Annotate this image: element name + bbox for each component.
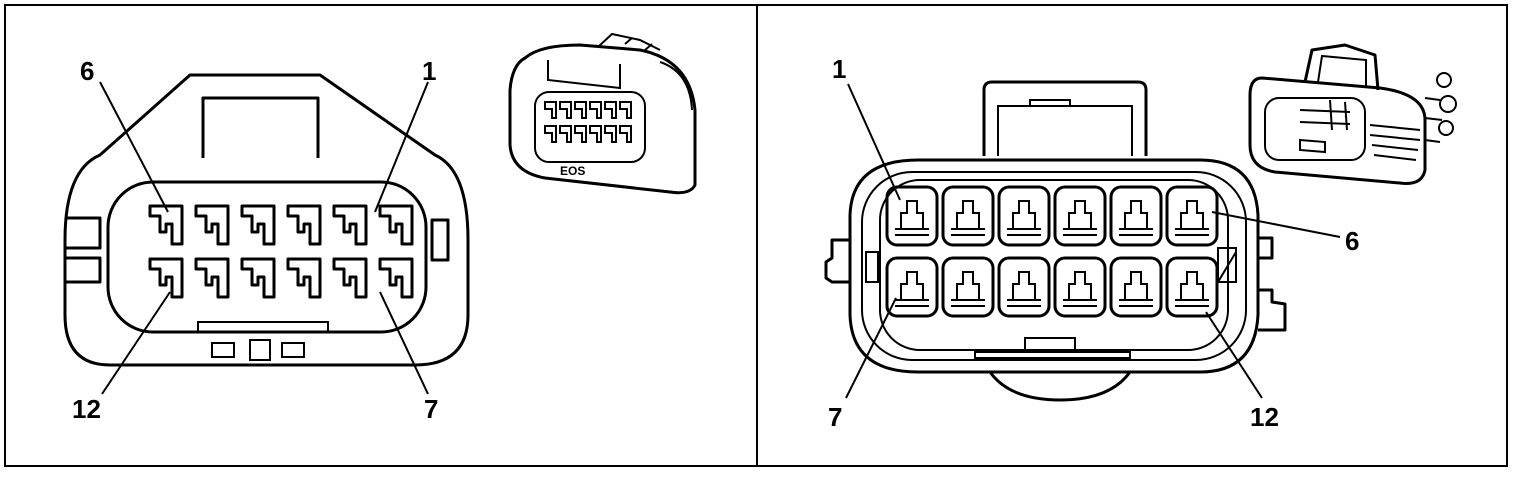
thumbnail-terminal-cavity	[619, 101, 632, 119]
thumbnail-terminal-cavity	[559, 101, 572, 119]
right-top-latch-slot	[997, 105, 1133, 156]
right-terminal-cavity	[941, 256, 995, 318]
right-right-clip-lower	[1258, 288, 1287, 332]
left-terminal-grid	[148, 204, 414, 299]
right-terminal-cavity	[997, 256, 1051, 318]
right-terminal-cavity	[1165, 185, 1219, 247]
left-side-key	[430, 218, 450, 262]
left-terminal-cavity	[378, 204, 414, 246]
left-terminal-cavity	[240, 204, 276, 246]
thumbnail-terminal-cavity	[589, 101, 602, 119]
right-label-pin-bottom-right: 12	[1250, 402, 1279, 432]
thumbnail-terminal-cavity	[544, 125, 557, 143]
left-leader-top-right	[374, 81, 429, 213]
right-terminal-cavity	[997, 185, 1051, 247]
right-top-latch-bar	[1029, 99, 1071, 106]
left-connector-face	[63, 73, 470, 367]
left-label-pin-bottom-left: 12	[72, 394, 101, 424]
left-bottom-window-1	[211, 342, 235, 358]
right-terminal-cavity	[1165, 256, 1219, 318]
right-terminal-cavity	[1109, 256, 1163, 318]
left-label-pin-top-left: 6	[80, 56, 94, 86]
left-latch-tab	[201, 96, 320, 158]
right-terminal-cavity	[885, 256, 939, 318]
right-terminal-cavity	[1053, 185, 1107, 247]
left-connector-thumbnail: EOS	[508, 32, 697, 195]
right-bottom-tab	[974, 351, 1131, 359]
right-terminal-cavity	[941, 185, 995, 247]
right-connector-face	[824, 80, 1287, 402]
left-terminal-cavity	[148, 204, 184, 246]
left-side-notch-upper	[65, 216, 102, 250]
thumbnail-terminal-cavity	[544, 101, 557, 119]
right-terminal-cavity	[1109, 185, 1163, 247]
left-bottom-window-3	[281, 342, 305, 358]
right-leader-bottom-left	[845, 297, 897, 399]
left-terminal-cavity	[286, 257, 322, 299]
left-label-pin-top-right: 1	[422, 56, 436, 86]
right-leader-top-left	[847, 83, 901, 201]
thumbnail-terminal-cavity	[589, 125, 602, 143]
right-right-clip-upper	[1258, 236, 1274, 260]
left-leader-top-left	[99, 81, 169, 213]
left-terminal-cavity	[286, 204, 322, 246]
right-label-pin-bottom-left: 7	[828, 402, 842, 432]
left-terminal-cavity	[332, 257, 368, 299]
left-terminal-cavity	[240, 257, 276, 299]
right-left-key	[865, 251, 879, 283]
left-terminal-cavity	[194, 204, 230, 246]
right-leader-right	[1211, 211, 1341, 238]
right-label-pin-top-left: 1	[832, 54, 846, 84]
right-leader-bottom-right	[1205, 311, 1263, 399]
right-bottom-bulge	[988, 371, 1132, 402]
left-label-pin-bottom-right: 7	[424, 394, 438, 424]
left-side-notch-lower	[65, 256, 102, 284]
left-thumbnail-marking: EOS	[560, 164, 585, 178]
thumbnail-terminal-cavity	[619, 125, 632, 143]
thumbnail-terminal-cavity	[574, 101, 587, 119]
right-housing-outline	[848, 158, 1260, 374]
thumbnail-terminal-cavity	[604, 101, 617, 119]
left-terminal-cavity	[378, 257, 414, 299]
right-terminal-grid	[885, 185, 1219, 318]
left-bottom-bar	[197, 321, 329, 333]
thumbnail-terminal-cavity	[559, 125, 572, 143]
left-bottom-window-2	[249, 339, 271, 361]
right-connector-thumbnail	[1248, 43, 1457, 185]
left-leader-bottom-left	[101, 291, 171, 395]
left-terminal-cavity	[332, 204, 368, 246]
left-terminal-cavity	[194, 257, 230, 299]
right-label-pin-right: 6	[1345, 226, 1359, 256]
right-top-latch	[982, 80, 1148, 156]
right-terminal-cavity	[885, 185, 939, 247]
left-terminal-cavity	[148, 257, 184, 299]
right-left-clip	[824, 238, 850, 284]
thumbnail-terminal-cavity	[574, 125, 587, 143]
right-terminal-cavity	[1053, 256, 1107, 318]
right-housing-inner	[861, 171, 1247, 361]
thumbnail-terminal-cavity	[604, 125, 617, 143]
right-bottom-tab-lock	[1024, 337, 1076, 352]
left-leader-bottom-right	[379, 291, 429, 395]
